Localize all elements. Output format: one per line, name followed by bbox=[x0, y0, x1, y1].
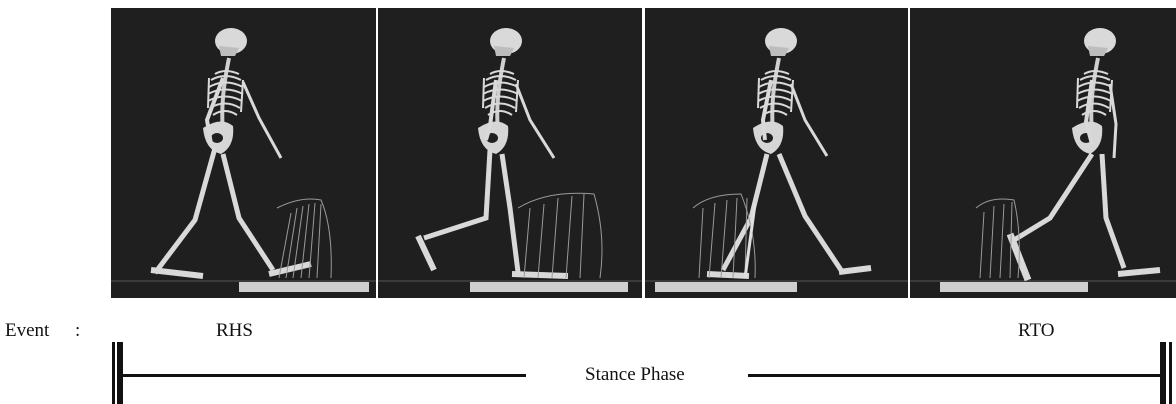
event-label: Event bbox=[5, 320, 49, 342]
stance-phase-label: Stance Phase bbox=[585, 364, 685, 386]
event-rhs: RHS bbox=[216, 320, 253, 342]
skeleton-illustration bbox=[645, 8, 908, 298]
event-rto: RTO bbox=[1018, 320, 1055, 342]
bracket-right-outer bbox=[1169, 342, 1172, 404]
skeleton-illustration bbox=[378, 8, 642, 298]
skeleton-frame-2 bbox=[378, 8, 642, 298]
bracket-left-outer bbox=[112, 342, 115, 404]
skeleton-frame-1 bbox=[111, 8, 376, 298]
skeleton-frame-3 bbox=[645, 8, 908, 298]
phase-line-right bbox=[748, 374, 1160, 377]
skeleton-illustration bbox=[910, 8, 1176, 298]
phase-line-left bbox=[123, 374, 526, 377]
event-colon: : bbox=[75, 320, 80, 342]
bracket-right-inner bbox=[1160, 342, 1166, 404]
skeleton-frame-4 bbox=[910, 8, 1176, 298]
bracket-left-inner bbox=[117, 342, 123, 404]
skeleton-illustration bbox=[111, 8, 376, 298]
